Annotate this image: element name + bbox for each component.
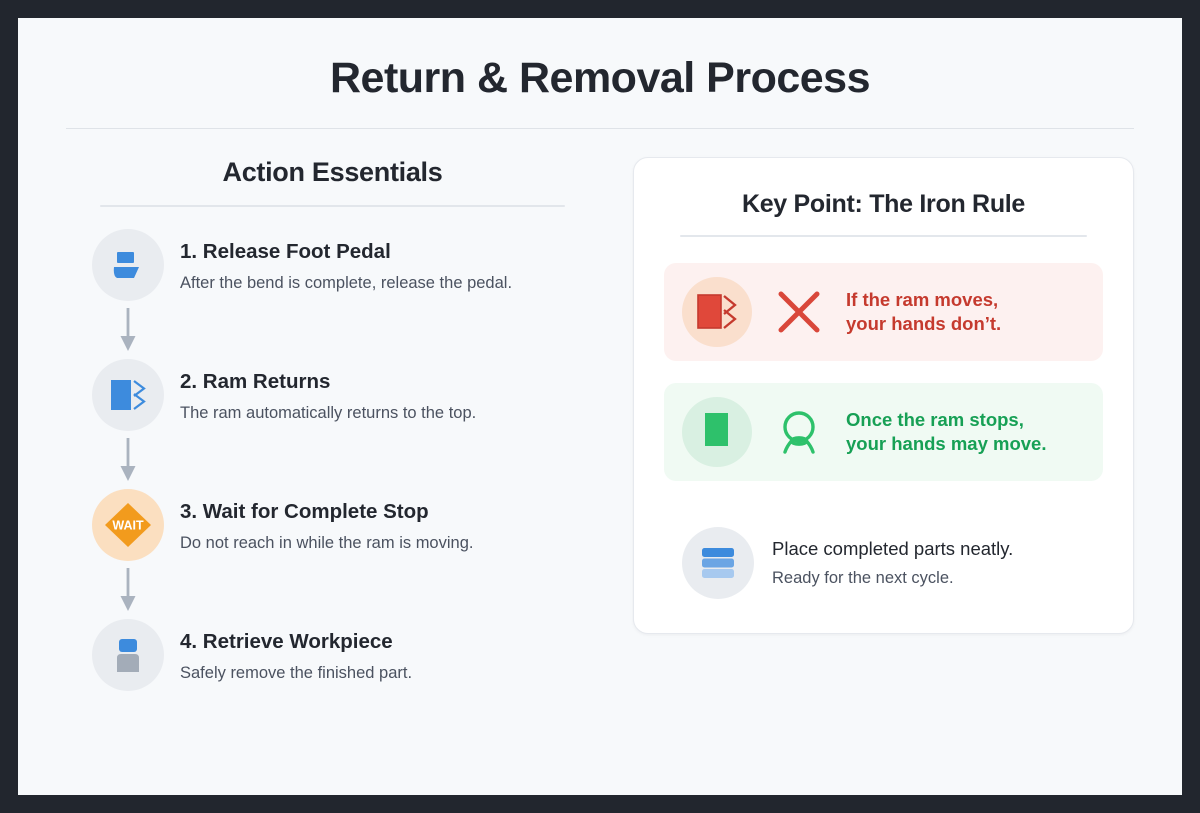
rule-line-1: If the ram moves, [846, 289, 999, 311]
down-arrow-icon [120, 438, 136, 482]
rule-icon-wrapper [682, 277, 752, 348]
rule-row-positive: Once the ram stops, your hands may move. [664, 383, 1103, 482]
moving-ram-icon [697, 294, 737, 330]
step-title: 2. Ram Returns [180, 369, 331, 393]
rule-line-2: your hands may move. [846, 433, 1047, 455]
step-badge [92, 229, 164, 302]
stopped-ram-icon [705, 413, 728, 447]
ok-hand-icon [783, 411, 815, 455]
closing-icon-wrapper [682, 527, 754, 600]
list-item: 1. Release Foot Pedal After the bend is … [66, 229, 599, 302]
stacked-parts-icon [702, 548, 734, 579]
retrieve-workpiece-icon [117, 639, 139, 673]
x-mark-icon [778, 291, 820, 333]
step-badge [92, 619, 164, 692]
content-columns: Action Essentials 1. Release Foot Pedal … [18, 129, 1182, 692]
ram-return-icon [111, 380, 146, 411]
list-item: WAIT 3. Wait for Complete Stop Do not re… [66, 489, 599, 562]
steps-list: 1. Release Foot Pedal After the bend is … [66, 229, 599, 692]
step-text: 4. Retrieve Workpiece Safely remove the … [180, 627, 412, 684]
step-title: 3. Wait for Complete Stop [180, 499, 429, 523]
step-text: 3. Wait for Complete Stop Do not reach i… [180, 497, 473, 554]
step-description: The ram automatically returns to the top… [180, 403, 477, 422]
section-divider [100, 205, 565, 208]
rule-text-positive: Once the ram stops, your hands may move. [846, 408, 1046, 457]
closing-title: Place completed parts neatly. [772, 538, 1014, 560]
closing-row: Place completed parts neatly. Ready for … [664, 527, 1103, 600]
step-description: Safely remove the finished part. [180, 663, 413, 682]
step-title: 1. Release Foot Pedal [180, 239, 391, 263]
key-point-panel: Key Point: The Iron Rule [633, 157, 1134, 635]
rule-line-2: your hands don’t. [846, 313, 1002, 335]
list-item: 2. Ram Returns The ram automatically ret… [66, 359, 599, 432]
step-text: 1. Release Foot Pedal After the bend is … [180, 237, 512, 294]
step-text: 2. Ram Returns The ram automatically ret… [180, 367, 476, 424]
step-badge [92, 359, 164, 432]
panel-divider [680, 235, 1087, 238]
rule-line-1: Once the ram stops, [846, 409, 1024, 431]
rule-text-negative: If the ram moves, your hands don’t. [846, 288, 1001, 337]
step-title: 4. Retrieve Workpiece [180, 629, 393, 653]
step-description: Do not reach in while the ram is moving. [180, 533, 474, 552]
rule-icon-wrapper [682, 397, 752, 468]
step-description: After the bend is complete, release the … [180, 273, 513, 292]
wait-badge-label: WAIT [112, 519, 144, 533]
down-arrow-icon [120, 568, 136, 612]
closing-subtitle: Ready for the next cycle. [772, 569, 954, 588]
section-title: Action Essentials [222, 157, 443, 188]
step-connector [66, 301, 599, 359]
action-essentials-column: Action Essentials 1. Release Foot Pedal … [66, 157, 599, 692]
key-point-column: Key Point: The Iron Rule [599, 157, 1134, 635]
closing-text: Place completed parts neatly. Ready for … [772, 537, 1013, 589]
page-title: Return & Removal Process [329, 54, 871, 102]
panel-title: Key Point: The Iron Rule [741, 190, 1026, 219]
title-divider [66, 128, 1134, 130]
rule-mark-wrapper [768, 287, 830, 337]
down-arrow-icon [120, 308, 136, 352]
step-connector [66, 561, 599, 619]
list-item: 4. Retrieve Workpiece Safely remove the … [66, 619, 599, 692]
infographic-page: Return & Removal Process Action Essentia… [18, 18, 1182, 795]
wait-hexagon-icon: WAIT [105, 503, 151, 548]
step-connector [66, 431, 599, 489]
rule-row-negative: If the ram moves, your hands don’t. [664, 263, 1103, 362]
step-badge: WAIT [92, 489, 164, 562]
rule-mark-wrapper [768, 407, 830, 457]
foot-pedal-icon [113, 252, 139, 279]
